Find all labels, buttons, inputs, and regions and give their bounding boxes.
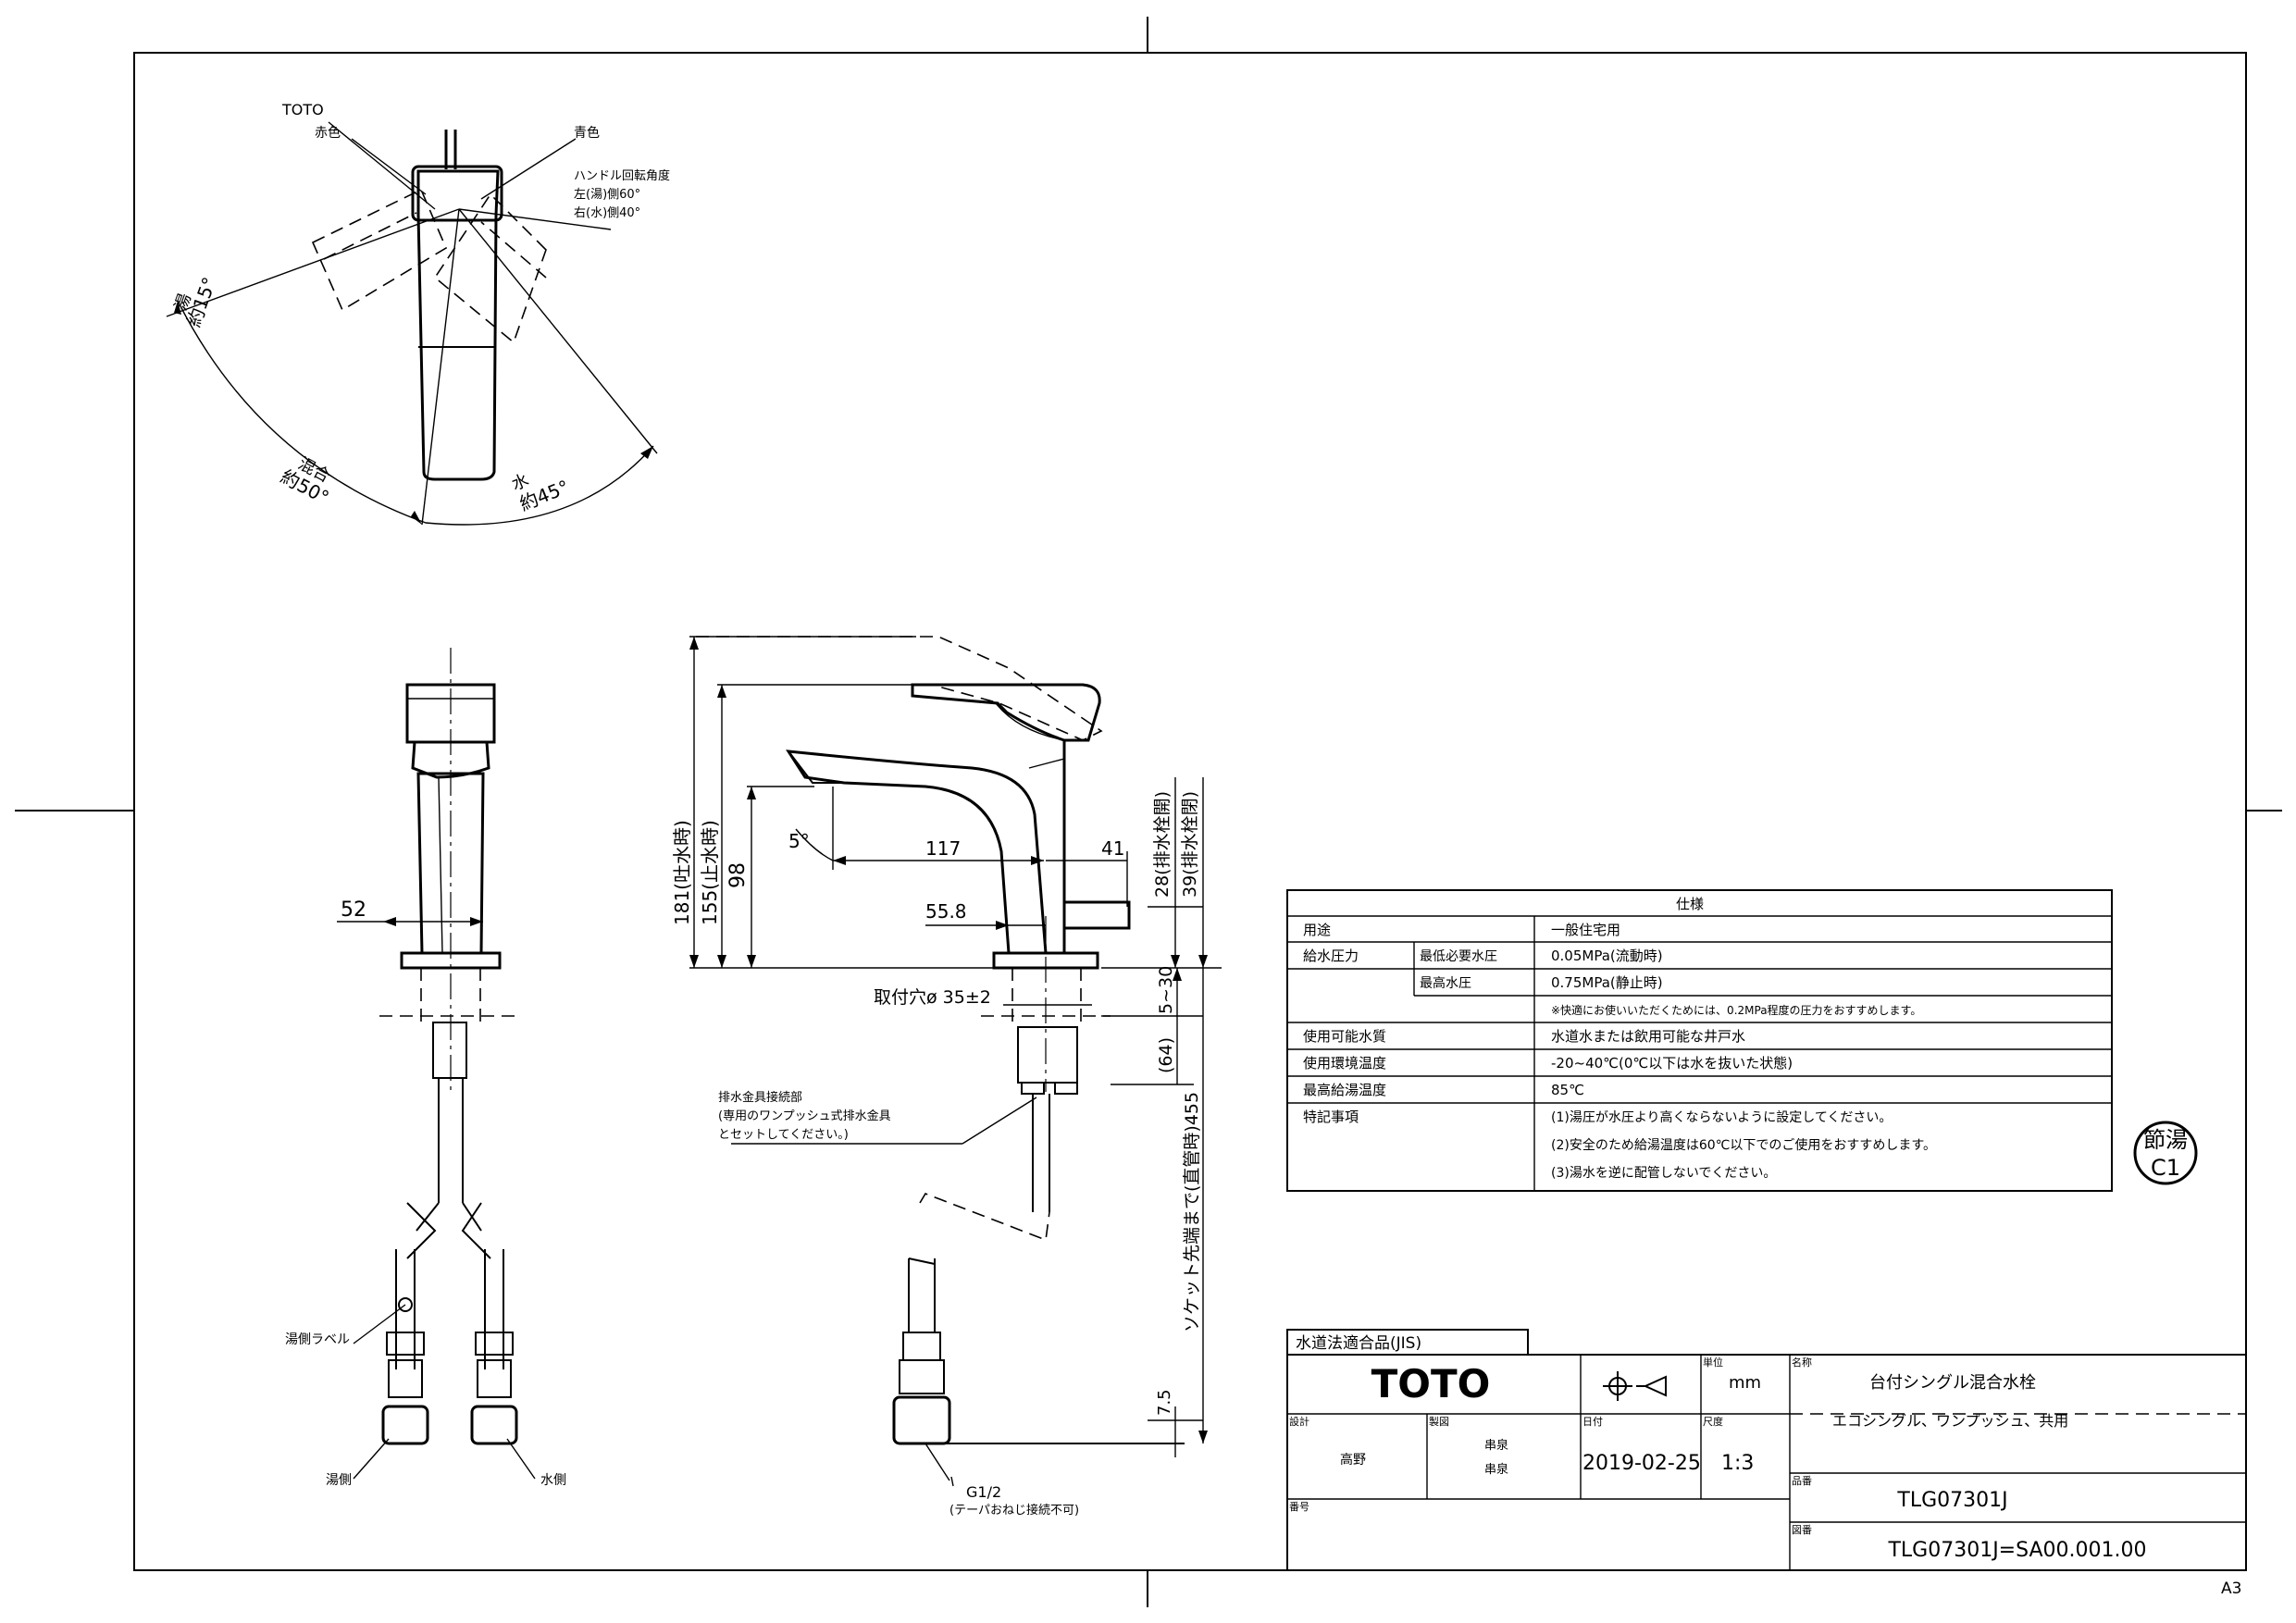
spec-row-label: 特記事項 (1303, 1109, 1359, 1125)
dim-55-8: 55.8 (925, 900, 967, 923)
draw-label: 製図 (1429, 1415, 1449, 1428)
unit-label: 単位 (1703, 1356, 1723, 1369)
stamp-line-1: 節湯 (2143, 1127, 2188, 1153)
sheet-size: A3 (2221, 1580, 2241, 1598)
dim-98: 98 (726, 862, 750, 888)
spec-row-sub: 最低必要水圧 (1420, 949, 1497, 964)
model-number: TLG07301J (1896, 1489, 2007, 1512)
drain-note-2: (専用のワンプッシュ式排水金具 (718, 1109, 891, 1123)
drawing-no-label: 図番 (1792, 1524, 1812, 1536)
spec-row-label: 使用可能水質 (1303, 1028, 1386, 1045)
unit-value: mm (1729, 1373, 1761, 1393)
thread-size: G1/2 (966, 1483, 1001, 1501)
spec-row-label: 給水圧力 (1303, 948, 1359, 964)
product-sub-name: エコシングル、ワンプッシュ、共用 (1832, 1412, 2068, 1430)
handle-angle-line-3: 右(水)側40° (574, 206, 640, 220)
brand-label: TOTO (281, 101, 324, 118)
product-name: 台付シングル混合水栓 (1869, 1373, 2036, 1393)
spec-row-value: (2)安全のため給湯温度は60℃以下でのご使用をおすすめします。 (1551, 1137, 1936, 1153)
spec-row-value: ※快適にお使いいただくためには、0.2MPa程度の圧力をおすすめします。 (1551, 1003, 1921, 1017)
drain-note-1: 排水金具接続部 (718, 1090, 802, 1105)
number-label: 番号 (1289, 1501, 1309, 1513)
dim-5-30: 5~30 (1156, 966, 1176, 1014)
mount-hole: 取付穴ø 35±2 (874, 987, 991, 1008)
spec-row-label: 使用環境温度 (1303, 1055, 1386, 1072)
dim-7-5: 7.5 (1155, 1389, 1174, 1416)
spec-table (1286, 889, 2113, 1192)
date-label: 日付 (1582, 1416, 1603, 1428)
drawing-scale: 1:3 (1721, 1452, 1754, 1475)
title-block (1286, 1329, 2247, 1571)
side-view (689, 636, 1222, 1487)
stamp-line-2: C1 (2151, 1155, 2180, 1181)
water-saving-stamp (2133, 1121, 2198, 1185)
spec-row-value: (1)湯圧が水圧より高くならないように設定してください。 (1551, 1109, 1892, 1125)
dim-41: 41 (1101, 837, 1124, 860)
spec-row-value: (3)湯水を逆に配管しないでください。 (1551, 1165, 1776, 1181)
spec-row-value: 一般住宅用 (1551, 922, 1620, 938)
dim-39: 39(排水栓閉) (1180, 791, 1200, 898)
spec-row-label: 用途 (1303, 922, 1331, 938)
handle-angle-line-2: 左(湯)側60° (574, 188, 640, 202)
spec-row-value: 85℃ (1551, 1082, 1584, 1098)
scale-label: 尺度 (1703, 1415, 1723, 1428)
top-view (166, 121, 658, 526)
toto-logo: TOTO (1371, 1361, 1491, 1406)
dim-64: (64) (1156, 1037, 1176, 1073)
hot-side-label: 湯側 (326, 1472, 352, 1488)
drawer-1: 串泉 (1484, 1438, 1508, 1453)
dim-117: 117 (925, 837, 961, 860)
dim-angle: 5° (788, 830, 810, 852)
hot-color-label: 赤色 (315, 125, 341, 141)
spec-row-value: 水道水または飲用可能な井戸水 (1551, 1028, 1745, 1045)
designer: 高野 (1340, 1452, 1366, 1468)
spec-row-value: 0.05MPa(流動時) (1551, 948, 1663, 964)
jis-label: 水道法適合品(JIS) (1296, 1334, 1421, 1353)
dim-455: ソケット先端まで(直管時)455 (1182, 1092, 1202, 1332)
dim-155: 155(止水時) (699, 820, 721, 925)
design-label: 設計 (1289, 1415, 1309, 1428)
front-view (337, 648, 536, 1480)
drain-note-3: とセットしてください。) (718, 1128, 849, 1142)
spec-row-sub: 最高水圧 (1420, 975, 1471, 991)
sheet-frame (15, 17, 2282, 1607)
dim-181: 181(吐水時) (671, 820, 693, 925)
name-label: 名称 (1792, 1356, 1812, 1369)
cold-side-label: 水側 (540, 1473, 566, 1488)
spec-row-label: 最高給湯温度 (1303, 1082, 1386, 1098)
drawing-date: 2019-02-25 (1582, 1452, 1701, 1475)
dim-28: 28(排水栓開) (1152, 791, 1173, 898)
cold-color-label: 青色 (574, 125, 600, 141)
handle-angle-line-1: ハンドル回転角度 (574, 168, 670, 183)
thread-note: (テーパおねじ接続不可) (949, 1503, 1079, 1518)
spec-title: 仕様 (1676, 896, 1704, 912)
spec-row-value: -20~40℃(0℃以下は水を抜いた状態) (1551, 1055, 1793, 1072)
drawer-2: 串泉 (1484, 1462, 1508, 1477)
hot-label-tag: 湯側ラベル (285, 1332, 350, 1347)
front-width-dim: 52 (341, 898, 366, 922)
model-label: 品番 (1792, 1475, 1812, 1487)
drawing-number: TLG07301J=SA00.001.00 (1887, 1539, 2146, 1562)
spec-row-value: 0.75MPa(静止時) (1551, 974, 1663, 991)
